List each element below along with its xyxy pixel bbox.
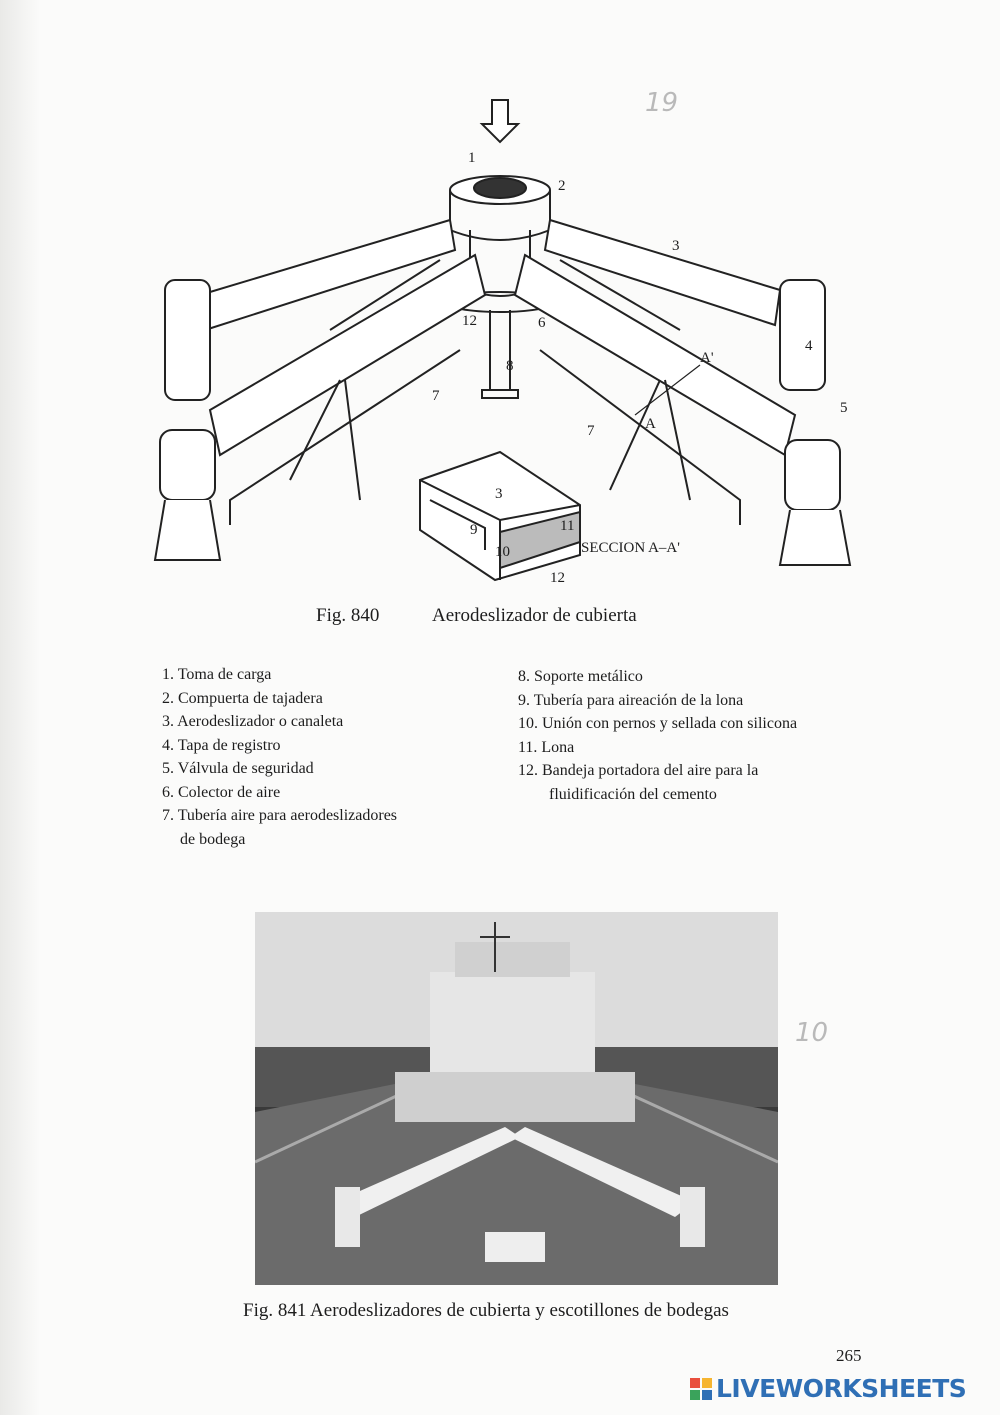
legend-item-continued: fluidificación del cemento bbox=[549, 785, 717, 803]
corner-towers bbox=[153, 279, 852, 566]
label-5: 5 bbox=[840, 400, 848, 416]
section-label-3: 3 bbox=[495, 486, 503, 502]
loading-arrow bbox=[479, 99, 521, 144]
section-label-12: 12 bbox=[550, 570, 565, 586]
label-3: 3 bbox=[672, 238, 680, 254]
label-a: A bbox=[645, 416, 656, 432]
label-1: 1 bbox=[468, 150, 476, 166]
section-title: SECCION A–A' bbox=[581, 540, 680, 556]
legend-item: 4. Tapa de registro bbox=[162, 736, 281, 754]
label-12: 12 bbox=[462, 313, 477, 329]
label-4: 4 bbox=[805, 338, 813, 354]
section-detail bbox=[419, 450, 581, 582]
figure-840-number: Fig. 840 bbox=[316, 605, 380, 626]
legend-item: 3. Aerodeslizador o canaleta bbox=[162, 713, 344, 730]
handwritten-note: 10 bbox=[795, 1018, 829, 1048]
section-label-9: 9 bbox=[470, 522, 478, 538]
figure-841-caption: Fig. 841 Aerodeslizadores de cubierta y … bbox=[243, 1300, 729, 1321]
legend-item: 10. Unión con pernos y sellada con silic… bbox=[518, 715, 798, 732]
legend-item: 2. Compuerta de tajadera bbox=[162, 689, 323, 707]
page-number: 265 bbox=[836, 1346, 862, 1365]
legend-item-continued: de bodega bbox=[180, 830, 246, 848]
label-8: 8 bbox=[506, 358, 514, 374]
label-2: 2 bbox=[558, 178, 566, 194]
air-pipes bbox=[229, 259, 741, 525]
figure-840-caption: Aerodeslizador de cubierta bbox=[432, 605, 637, 626]
section-label-10: 10 bbox=[495, 544, 510, 560]
legend-item: 11. Lona bbox=[518, 738, 575, 756]
liveworksheets-logo: LIVEWORKSHEETS bbox=[690, 1374, 967, 1403]
logo-squares-icon bbox=[690, 1377, 712, 1400]
legend-left: 1. Toma de carga 2. Compuerta de tajader… bbox=[162, 663, 397, 851]
legend-item: 5. Válvula de seguridad bbox=[162, 760, 314, 777]
section-label-11: 11 bbox=[560, 518, 574, 534]
legend-item: 9. Tubería para aireación de la lona bbox=[518, 691, 744, 709]
legend-item: 7. Tubería aire para aerodeslizadores bbox=[162, 807, 398, 824]
ship-deck-photo bbox=[255, 912, 778, 1285]
legend-item: 12. Bandeja portadora del aire para la bbox=[518, 762, 759, 779]
legend-item: 8. Soporte metálico bbox=[518, 668, 643, 685]
label-6: 6 bbox=[538, 315, 546, 331]
scan-shadow bbox=[0, 0, 40, 1415]
label-a-prime: A' bbox=[700, 350, 714, 366]
legend-right: 8. Soporte metálico 9. Tubería para aire… bbox=[518, 665, 797, 806]
label-7: 7 bbox=[587, 423, 595, 439]
logo-text: LIVEWORKSHEETS bbox=[716, 1374, 967, 1403]
aerodeslizador-diagram: 1 2 3 4 5 6 7 7 8 12 A A' 3 9 10 11 12 S… bbox=[153, 99, 852, 586]
legend-item: 6. Colector de aire bbox=[162, 783, 281, 801]
air-slides bbox=[198, 218, 797, 457]
support-legs bbox=[289, 379, 691, 501]
label-7: 7 bbox=[432, 388, 440, 404]
handwritten-note: 19 bbox=[645, 88, 679, 118]
legend-item: 1. Toma de carga bbox=[162, 666, 272, 683]
